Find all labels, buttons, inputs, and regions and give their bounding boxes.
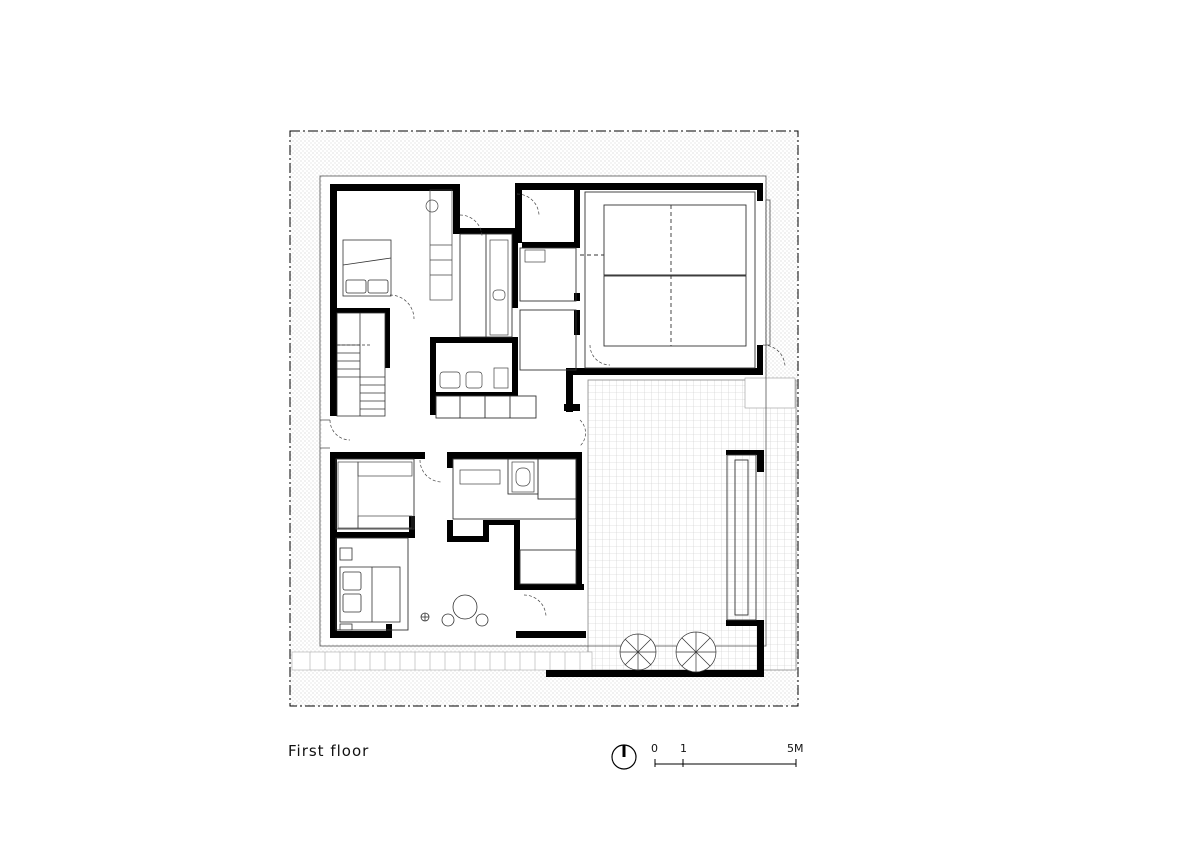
bed-lower xyxy=(339,547,401,631)
door-swings xyxy=(329,193,786,618)
sanitary-fixtures xyxy=(439,239,546,493)
pool xyxy=(580,191,756,369)
terrace-tiles xyxy=(587,377,797,671)
scale-bar: 0 1 5M xyxy=(651,742,804,767)
thin-outlines xyxy=(319,175,771,647)
partitions xyxy=(335,233,757,631)
scale-label-0: 0 xyxy=(651,742,658,755)
drawing-title: First floor xyxy=(288,742,370,760)
planter-strip xyxy=(291,651,593,671)
walls xyxy=(330,183,764,677)
north-arrow-icon xyxy=(611,744,637,770)
bed-upper xyxy=(342,239,392,297)
umbrellas xyxy=(619,631,717,673)
staircase xyxy=(336,312,386,417)
dining-table xyxy=(420,594,489,627)
scale-label-1: 1 xyxy=(680,742,687,755)
scale-label-5m: 5M xyxy=(787,742,804,755)
wardrobe xyxy=(337,189,453,529)
